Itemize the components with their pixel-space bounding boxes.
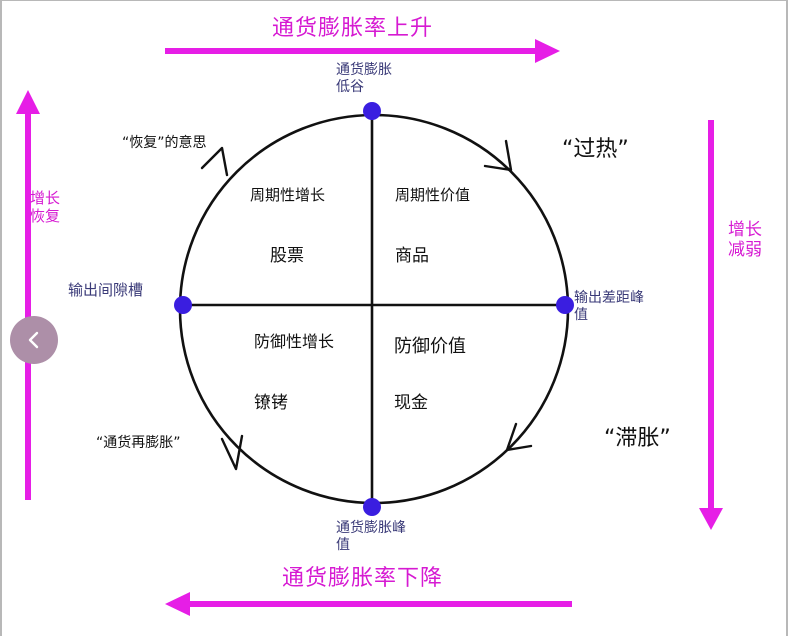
direction-arrow-top-right <box>483 139 513 172</box>
quadrant-top-right-heading: 周期性价值 <box>395 186 471 204</box>
node-label-top: 通货膨胀低谷 <box>336 62 392 95</box>
frame-right-border <box>786 0 788 636</box>
phase-reflation-label: “通货再膨胀” <box>96 435 181 451</box>
quadrant-top-left-asset: 股票 <box>270 246 304 266</box>
quadrant-bottom-left-asset: 镣铐 <box>254 393 288 413</box>
quadrant-top-left-heading: 周期性增长 <box>250 186 326 204</box>
right-vertical-arrow <box>699 120 723 530</box>
frame-top-border <box>0 0 788 1</box>
phase-recovery-label: “恢复”的意思 <box>122 135 207 151</box>
node-label-bottom: 通货膨胀峰值 <box>336 520 406 553</box>
growth-recovery-label: 增长恢复 <box>30 189 61 225</box>
node-top <box>363 102 381 120</box>
node-label-left: 输出间隙槽 <box>68 281 144 299</box>
bottom-arrow <box>165 592 572 616</box>
quadrant-bottom-right-asset: 现金 <box>394 393 428 413</box>
inflation-falling-title: 通货膨胀率下降 <box>282 566 444 591</box>
phase-overheat-label: “过热” <box>562 137 629 162</box>
frame-left-border <box>0 0 2 636</box>
inflation-rising-title: 通货膨胀率上升 <box>272 16 434 41</box>
direction-arrow-bottom-left <box>220 434 244 471</box>
phase-stagflation-label: “滞胀” <box>604 426 671 451</box>
node-label-right: 输出差距峰值 <box>574 290 644 323</box>
direction-arrow-top-left <box>200 146 229 177</box>
top-arrow <box>165 39 560 63</box>
direction-arrow-bottom-right <box>505 422 533 452</box>
quadrant-bottom-left-heading: 防御性增长 <box>254 332 335 351</box>
left-vertical-arrow <box>16 90 40 500</box>
node-left <box>174 296 192 314</box>
node-bottom <box>363 498 381 516</box>
quadrant-bottom-right-heading: 防御价值 <box>394 336 466 357</box>
previous-button[interactable] <box>10 316 58 364</box>
node-right <box>556 296 574 314</box>
chevron-left-icon <box>28 331 39 349</box>
quadrant-top-right-asset: 商品 <box>395 246 429 266</box>
growth-weakening-label: 增长减弱 <box>728 220 762 261</box>
